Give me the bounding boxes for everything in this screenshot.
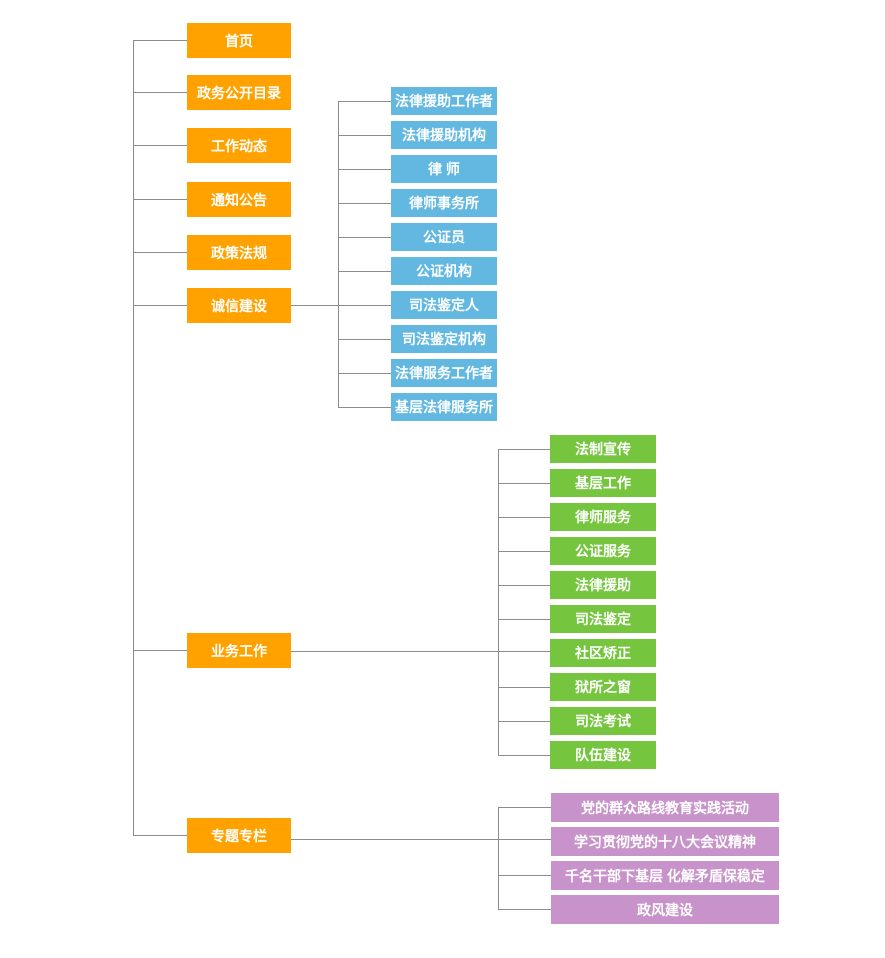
branch-line [133,145,187,146]
sitemap-node-notaries[interactable]: 公证员 [391,223,497,251]
sitemap-node-topics[interactable]: 专题专栏 [187,818,291,853]
topics-trunk-line [498,807,499,910]
branch-line [498,517,550,518]
sitemap-node-judicial-exam[interactable]: 司法考试 [550,707,656,735]
branch-line [338,237,391,238]
business-connector-line [291,651,550,652]
branch-line [498,619,550,620]
branch-line [133,650,187,651]
branch-line [338,169,391,170]
branch-line [338,101,391,102]
branch-line [338,203,391,204]
branch-line [498,807,551,808]
sitemap-node-notices[interactable]: 通知公告 [187,182,291,217]
sitemap-node-notary-orgs[interactable]: 公证机构 [391,257,497,285]
integrity-connector-line [291,305,391,306]
sitemap-node-gov-style-building[interactable]: 政风建设 [551,895,779,924]
sitemap-node-judicial-appraisal[interactable]: 司法鉴定 [550,605,656,633]
sitemap-node-notary-services[interactable]: 公证服务 [550,537,656,565]
branch-line [498,687,550,688]
topics-connector-line [291,839,551,840]
sitemap-node-work-news[interactable]: 工作动态 [187,128,291,163]
sitemap-node-18th-congress-spirit[interactable]: 学习贯彻党的十八大会议精神 [551,827,779,856]
branch-line [498,483,550,484]
branch-line [338,135,391,136]
sitemap-node-grassroots-legal-offices[interactable]: 基层法律服务所 [391,393,497,421]
branch-line [133,92,187,93]
sitemap-node-business[interactable]: 业务工作 [187,633,291,668]
sitemap-node-policies[interactable]: 政策法规 [187,235,291,270]
sitemap-node-lawyer-services[interactable]: 律师服务 [550,503,656,531]
branch-line [338,407,391,408]
branch-line [498,585,550,586]
branch-line [133,40,187,41]
branch-line [133,835,187,836]
branch-line [133,199,187,200]
sitemap-node-legal-aid[interactable]: 法律援助 [550,571,656,599]
sitemap-node-judicial-appraisal-orgs[interactable]: 司法鉴定机构 [391,325,497,353]
sitemap-node-gov-info-directory[interactable]: 政务公开目录 [187,75,291,110]
main-trunk-line [133,40,134,836]
sitemap-node-legal-aid-orgs[interactable]: 法律援助机构 [391,121,497,149]
branch-line [133,252,187,253]
sitemap-node-community-correction[interactable]: 社区矫正 [550,639,656,667]
branch-line [338,339,391,340]
sitemap-node-cadres-to-grassroots[interactable]: 千名干部下基层 化解矛盾保稳定 [551,861,779,890]
branch-line [498,909,551,910]
branch-line [498,721,550,722]
sitemap-node-team-building[interactable]: 队伍建设 [550,741,656,769]
branch-line [498,875,551,876]
sitemap-node-mass-line-activity[interactable]: 党的群众路线教育实践活动 [551,793,779,822]
branch-line [498,551,550,552]
sitemap-node-integrity[interactable]: 诚信建设 [187,288,291,323]
sitemap-node-legal-service-workers[interactable]: 法律服务工作者 [391,359,497,387]
branch-line [338,271,391,272]
branch-line [338,373,391,374]
sitemap-node-home[interactable]: 首页 [187,23,291,58]
sitemap-node-prison-window[interactable]: 狱所之窗 [550,673,656,701]
sitemap-node-grassroots-work[interactable]: 基层工作 [550,469,656,497]
branch-line [498,449,550,450]
sitemap-node-lawyers[interactable]: 律 师 [391,155,497,183]
sitemap-node-legal-publicity[interactable]: 法制宣传 [550,435,656,463]
sitemap-node-law-firms[interactable]: 律师事务所 [391,189,497,217]
business-trunk-line [498,449,499,756]
integrity-trunk-line [338,101,339,407]
sitemap-node-legal-aid-workers[interactable]: 法律援助工作者 [391,87,497,115]
branch-line [133,305,187,306]
branch-line [498,755,550,756]
sitemap-node-judicial-appraisers[interactable]: 司法鉴定人 [391,291,497,319]
